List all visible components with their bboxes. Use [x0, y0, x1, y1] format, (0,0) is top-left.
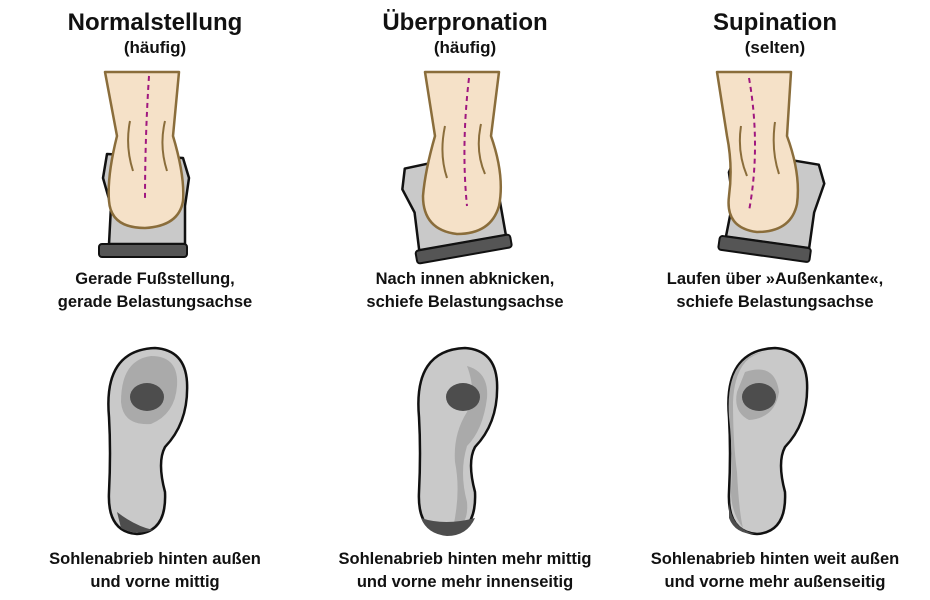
load-axis-line	[463, 77, 470, 207]
stance-description: Laufen über »Außenkante«, schiefe Belast…	[620, 268, 930, 314]
column-title: Überpronation	[382, 9, 548, 36]
column-supination: Supination (selten) Laufen über »Außenka…	[620, 0, 930, 600]
stance-line: gerade Belastungsachse	[57, 293, 253, 311]
leg-and-heel	[103, 70, 185, 230]
wear-description: Sohlenabrieb hinten außen und vorne mitt…	[0, 548, 310, 594]
stance-line: Nach innen abknicken,	[375, 270, 555, 288]
wear-line: und vorne mittig	[90, 573, 220, 591]
leg-and-heel	[421, 70, 503, 236]
leg-and-heel	[715, 70, 800, 234]
column-normal: Normalstellung (häufig) Gerade Fußstellu…	[0, 0, 310, 600]
wear-description: Sohlenabrieb hinten weit außen und vorne…	[620, 548, 930, 594]
wear-line: und vorne mehr außenseitig	[664, 573, 886, 591]
column-title: Normalstellung	[67, 9, 243, 36]
stance-description: Gerade Fußstellung, gerade Belastungsach…	[0, 268, 310, 314]
stance-line: Laufen über »Außenkante«,	[666, 270, 884, 288]
wear-line: Sohlenabrieb hinten außen	[49, 550, 261, 568]
column-title: Supination	[713, 9, 837, 36]
wear-line: und vorne mehr innenseitig	[356, 573, 574, 591]
stance-line: Gerade Fußstellung,	[75, 270, 235, 288]
wear-line: Sohlenabrieb hinten weit außen	[650, 550, 900, 568]
wear-line: Sohlenabrieb hinten mehr mittig	[338, 550, 592, 568]
frequency-label: (häufig)	[433, 38, 497, 57]
load-axis-line	[748, 77, 756, 212]
sole-wear-illustration	[727, 346, 809, 536]
column-overpronation: Überpronation (häufig) Nach innen abknic…	[310, 0, 620, 600]
shoe-sole	[414, 233, 513, 265]
wear-description: Sohlenabrieb hinten mehr mittig und vorn…	[310, 548, 620, 594]
forefoot-wear-spot	[742, 383, 776, 411]
heel-rear-view-illustration	[715, 70, 826, 263]
heel-wear-spot	[729, 502, 755, 534]
load-axis-line	[144, 75, 150, 202]
heel-wear-spot	[117, 512, 153, 533]
shoe-sole	[98, 243, 188, 258]
inner-wear-band	[453, 366, 488, 528]
heel-wear-spot	[421, 518, 475, 536]
shoe-sole	[717, 235, 812, 263]
stance-line: schiefe Belastungsachse	[676, 293, 874, 311]
frequency-label: (häufig)	[123, 38, 187, 57]
forefoot-wear-spot	[446, 383, 480, 411]
heel-rear-view-illustration	[401, 70, 513, 265]
forefoot-wear-spot	[130, 383, 164, 411]
stance-description: Nach innen abknicken, schiefe Belastungs…	[310, 268, 620, 314]
sole-wear-illustration	[107, 346, 189, 536]
sole-wear-illustration	[417, 346, 499, 536]
heel-rear-view-illustration	[98, 70, 191, 258]
frequency-label: (selten)	[744, 38, 806, 57]
stance-line: schiefe Belastungsachse	[366, 293, 564, 311]
